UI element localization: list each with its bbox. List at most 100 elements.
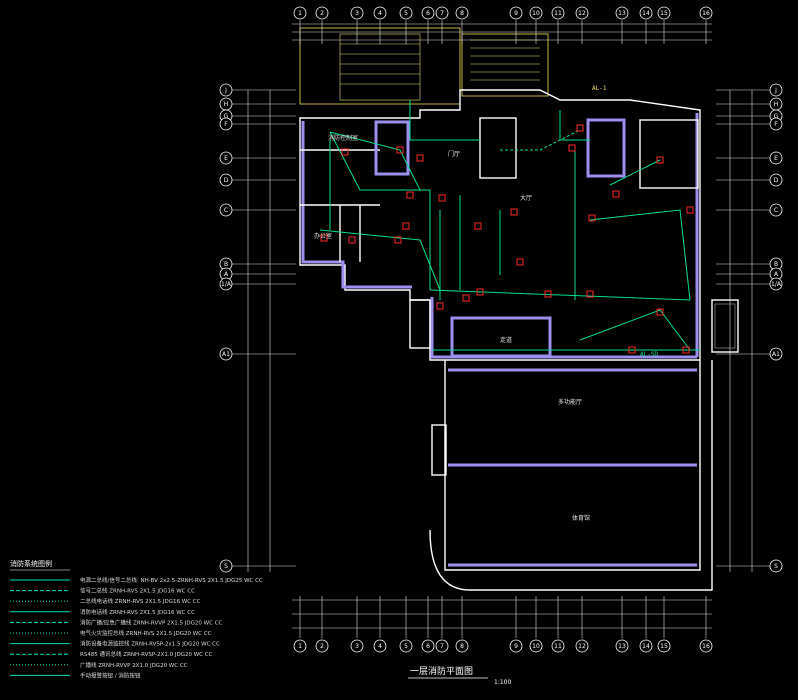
grid-label-bottom: 3 [355, 643, 359, 650]
room-label-2: 门厅 [448, 150, 460, 158]
room-label-4: 办公室 [314, 232, 332, 240]
grid-label-right: D [774, 177, 779, 184]
legend-item: 手动报警按钮 / 消防按钮 [10, 671, 141, 679]
grid-bubble-top-9: 9 [509, 6, 523, 44]
grid-bubble-top-1: 1 [293, 6, 307, 44]
grid-bubble-top-13: 13 [615, 6, 629, 44]
legend-item-label: 消防电话线 ZRNH-RVS 2X1.5 JDG16 WC CC [80, 608, 195, 616]
grid-label-bottom: 1 [298, 643, 302, 650]
grid-bubble-top-5: 5 [399, 6, 413, 44]
grid-bubble-top-2: 2 [315, 6, 329, 44]
grid-bubble-left-1/A: 1/A [219, 277, 296, 291]
grid-bubble-left-S: S [219, 559, 296, 573]
fire-detector-icon [568, 144, 576, 152]
fire-detector-icon [656, 308, 664, 316]
grid-bubble-left-D: D [219, 173, 296, 187]
grid-label-left: A [224, 271, 229, 278]
grid-bubble-bottom-7: 7 [435, 596, 449, 653]
grid-label-bottom: 15 [660, 643, 668, 650]
grid-label-top: 9 [514, 10, 518, 17]
fire-alarm-wiring [319, 100, 700, 351]
grid-label-bottom: 7 [440, 643, 444, 650]
grid-label-left: G [224, 113, 229, 120]
legend-item-label: 消防设备电源监控线 ZRNH-RVSP-2x1.5 JDG20 WC CC [80, 640, 220, 648]
grid-bubble-bottom-2: 2 [315, 596, 329, 653]
grid-bubble-right-1/A: 1/A [716, 277, 783, 291]
bottom-dimension-band [292, 599, 712, 629]
left-dimension-band [247, 90, 271, 572]
fire-detector-icon [682, 346, 690, 354]
grid-label-right: C [774, 207, 778, 214]
right-dimension-band [729, 90, 753, 572]
legend-item-label: 电气火灾监控总线 ZRNH-RVS 2X1.5 JDG20 WC CC [80, 629, 212, 637]
grid-bubble-top-4: 4 [373, 6, 387, 44]
grid-bubble-bottom-9: 9 [509, 596, 523, 653]
grid-label-bottom: 5 [404, 643, 408, 650]
grid-bubble-right-F: F [716, 117, 783, 131]
fire-detector-icon [476, 288, 484, 296]
grid-bubble-bottom-10: 10 [529, 596, 543, 653]
grid-label-bottom: 8 [460, 643, 464, 650]
note-right: AL-SD [640, 351, 658, 358]
fire-detector-icon [474, 222, 482, 230]
grid-label-top: 14 [642, 10, 650, 17]
grid-bubble-top-16: 16 [699, 6, 713, 44]
grid-bubble-left-A1: A1 [219, 347, 296, 361]
grid-label-top: 16 [702, 10, 710, 17]
grid-label-top: 6 [426, 10, 430, 17]
legend-item-label: 电源二总线/信号二总线: NH-BV 2x2.5-ZRNH-RVS 2X1.5 … [80, 576, 263, 584]
fire-detector-icon [348, 236, 356, 244]
grid-label-bottom: 2 [320, 643, 324, 650]
grid-label-left: H [224, 101, 229, 108]
legend-item: 消防广播/应急广播线 ZRNH-RVVP 2X1.5 JDG20 WC CC [10, 618, 223, 626]
grid-bubble-bottom-13: 13 [615, 596, 629, 653]
grid-label-right: B [774, 261, 778, 268]
grid-label-bottom: 4 [378, 643, 382, 650]
grid-label-left: J [224, 87, 227, 94]
top-dimension-band [292, 23, 712, 41]
room-labels: 消防控制室 门厅 大厅 办公室 走道 多功能厅 体育馆 AL-1 AL-SD [314, 85, 658, 522]
grid-bubble-left-E: E [219, 151, 296, 165]
grid-label-left: A1 [222, 351, 230, 358]
fire-detector-icon [320, 234, 328, 242]
grid-label-bottom: 16 [702, 643, 710, 650]
fire-detector-icon [628, 346, 636, 354]
grid-bubble-right-A: A [716, 267, 783, 281]
grid-label-top: 13 [618, 10, 626, 17]
legend: 消防系统图例 电源二总线/信号二总线: NH-BV 2x2.5-ZRNH-RVS… [10, 559, 263, 679]
grid-label-top: 11 [554, 10, 562, 17]
legend-item-label: 手动报警按钮 / 消防按钮 [80, 671, 141, 679]
grid-label-right: E [774, 155, 778, 162]
grid-label-right: S [774, 563, 778, 570]
grid-bubble-right-A1: A1 [716, 347, 783, 361]
grid-bubble-left-G: G [219, 109, 296, 123]
fire-detector-icon [394, 236, 402, 244]
fire-detector-icon [462, 294, 470, 302]
grid-bubble-bottom-12: 12 [575, 596, 589, 653]
grid-bubble-top-15: 15 [657, 6, 671, 44]
fire-detector-icon [544, 290, 552, 298]
fire-detector-icon [612, 190, 620, 198]
legend-item: 信号二总线 ZRNH-RVS 2X1.5 JDG16 WC CC [10, 587, 195, 595]
grid-bubble-right-H: H [716, 97, 783, 111]
grid-label-bottom: 6 [426, 643, 430, 650]
grid-label-top: 10 [532, 10, 540, 17]
grid-bubble-top-11: 11 [551, 6, 565, 44]
fire-detector-icon [576, 124, 584, 132]
grid-label-left: F [224, 121, 228, 128]
room-label-5: 走道 [500, 336, 512, 344]
fire-detector-icon [656, 156, 664, 164]
fire-detector-icon [686, 206, 694, 214]
grid-bubble-right-C: C [716, 203, 783, 217]
fire-detector-icon [341, 148, 349, 156]
fire-devices [320, 124, 694, 354]
room-label-3: 大厅 [520, 194, 532, 202]
grid-label-right: H [774, 101, 779, 108]
grid-label-top: 2 [320, 10, 324, 17]
grid-bubble-bottom-16: 16 [699, 596, 713, 653]
grid-label-top: 7 [440, 10, 444, 17]
